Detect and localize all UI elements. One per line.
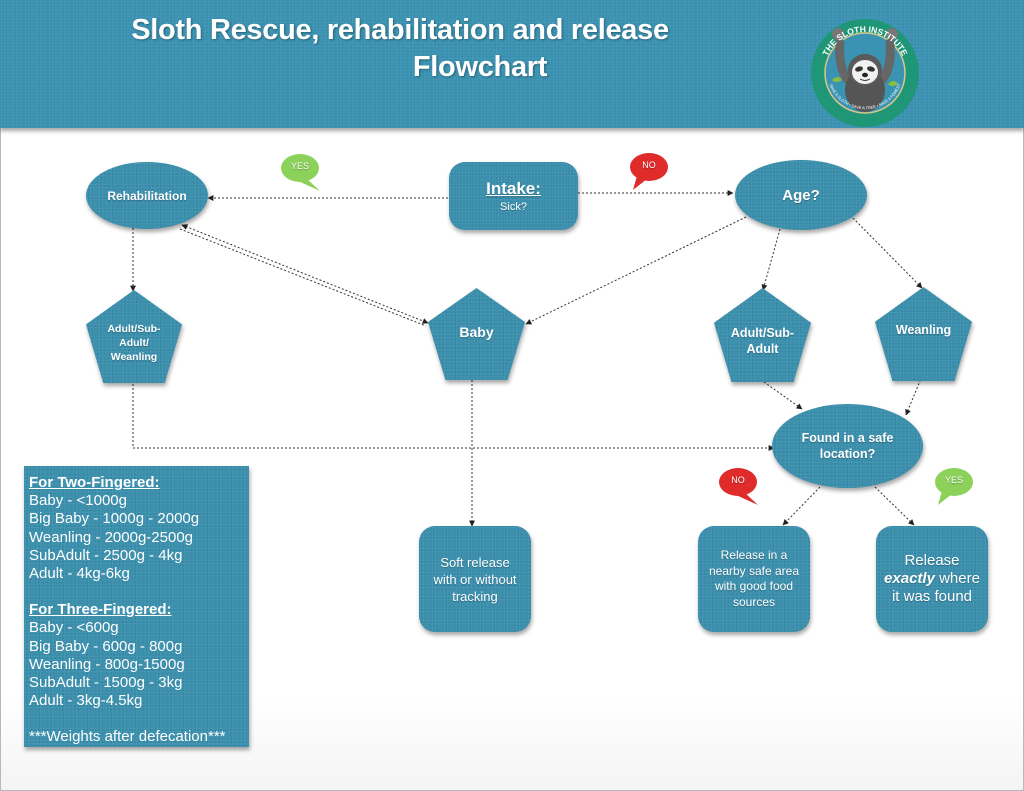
edge-age-to-adult-subadult	[761, 228, 781, 291]
node-found-safe-location[interactable]: Found in a safe location?	[772, 404, 923, 488]
weanling-label: Weanling	[895, 323, 952, 337]
yes-bubble-safe-label: YES	[944, 475, 963, 485]
node-weanling[interactable]: Weanling	[875, 287, 972, 381]
yes-bubble-intake: YES	[280, 153, 320, 191]
node-adult-subadult[interactable]: Adult/Sub- Adult	[714, 288, 811, 382]
three-fingered-row: Weanling - 800g-1500g	[29, 655, 185, 673]
title-line-2: Flowchart	[412, 51, 548, 83]
release-nearby-line-4: sources	[732, 594, 776, 609]
adult-subadult-line-1: Adult/Sub-	[730, 326, 795, 340]
intake-title: Intake:	[486, 179, 541, 198]
node-soft-release[interactable]: Soft release with or without tracking	[419, 526, 531, 632]
sloth-nose-icon	[862, 72, 868, 78]
soft-release-line-2: with or without	[433, 571, 517, 587]
node-intake[interactable]: Intake: Sick?	[449, 162, 578, 230]
sloth-right-paw-icon	[886, 28, 898, 40]
release-nearby-line-1: Release in a	[720, 548, 788, 562]
rehab-adult-line-2: Adult/	[119, 337, 149, 349]
edge-rehabilitation-baby-b	[179, 228, 427, 327]
edge-found-safe-to-release-exact	[874, 486, 915, 526]
sloth-right-eye-icon	[867, 66, 875, 72]
spacer	[29, 583, 249, 601]
soft-release-line-3: tracking	[452, 588, 498, 604]
node-baby[interactable]: Baby	[428, 288, 525, 380]
edge-adult-subadult-to-found-safe	[763, 381, 803, 410]
age-label: Age?	[782, 186, 820, 204]
edge-weanling-to-found-safe	[905, 375, 923, 416]
sloth-left-arm-icon	[835, 38, 853, 85]
edge-age-to-baby	[525, 216, 747, 325]
pentagon-shape	[86, 290, 182, 383]
release-exact-line-3: it was found	[891, 588, 973, 605]
found-safe-line-1: Found in a safe	[801, 431, 894, 445]
rehab-adult-line-3: Weanling	[110, 351, 158, 363]
baby-label: Baby	[459, 324, 494, 340]
node-release-nearby[interactable]: Release in a nearby safe area with good …	[698, 526, 810, 632]
page-title: Sloth Rescue, rehabilitation and release…	[100, 12, 740, 86]
two-fingered-row: Baby - <1000g	[29, 492, 127, 510]
weights-reference-panel: For Two-Fingered: Baby - <1000g Big Baby…	[24, 466, 249, 747]
two-fingered-row: SubAdult - 2500g - 4kg	[29, 546, 183, 564]
three-fingered-row: SubAdult - 1500g - 3kg	[29, 674, 183, 692]
edge-rehabilitation-baby-a	[181, 224, 429, 324]
sloth-institute-logo: THE SLOTH INSTITUTE SAVE A SLOTH • SAVE …	[811, 19, 919, 127]
no-bubble-safe: NO	[718, 467, 758, 505]
leaf-right-icon	[888, 81, 898, 86]
leaf-left-icon	[832, 77, 842, 82]
header-banner: Sloth Rescue, rehabilitation and release…	[0, 0, 1024, 128]
yes-bubble-safe: YES	[934, 467, 974, 505]
speech-bubble-no-icon	[719, 468, 758, 505]
soft-release-line-1: Soft release	[440, 554, 510, 570]
found-safe-line-2: location?	[819, 447, 876, 461]
speech-bubble-yes-icon	[935, 468, 973, 505]
weights-footnote: ***Weights after defecation***	[29, 728, 226, 746]
two-fingered-row: Big Baby - 1000g - 2000g	[29, 510, 200, 528]
release-nearby-line-2: nearby safe area	[708, 563, 800, 578]
rehab-adult-label: Adult/Sub- Adult/ Weanling	[86, 322, 182, 364]
sloth-left-paw-icon	[832, 28, 844, 40]
node-age[interactable]: Age?	[735, 160, 867, 230]
three-fingered-row: Adult - 3kg-4.5kg	[29, 692, 143, 710]
speech-bubble-yes-icon	[281, 154, 320, 191]
intake-subtitle: Sick?	[500, 201, 527, 213]
rehab-adult-line-1: Adult/Sub-	[107, 323, 161, 335]
adult-subadult-label: Adult/Sub- Adult	[714, 325, 811, 357]
node-release-exact[interactable]: Release exactly where it was found	[876, 526, 988, 632]
three-fingered-row: Big Baby - 600g - 800g	[29, 637, 183, 655]
node-rehab-adult-subadult-weanling[interactable]: Adult/Sub- Adult/ Weanling	[86, 290, 182, 383]
spacer	[29, 710, 249, 728]
release-nearby-line-3: with good food	[714, 579, 794, 593]
edge-found-safe-to-release-nearby	[782, 486, 821, 526]
two-fingered-row: Weanling - 2000g-2500g	[29, 528, 194, 546]
no-bubble-intake-label: NO	[642, 160, 656, 170]
sloth-right-arm-icon	[877, 38, 895, 85]
no-bubble-intake: NO	[629, 152, 669, 190]
release-exact-line-2: exactly where	[884, 570, 980, 588]
sloth-left-eye-icon	[855, 66, 863, 72]
edge-age-to-weanling	[852, 217, 923, 289]
edge-rehab-adult-to-found-safe	[132, 384, 775, 451]
sloth-face-icon	[852, 60, 878, 84]
two-fingered-heading: For Two-Fingered:	[29, 474, 160, 491]
speech-bubble-no-icon	[630, 153, 668, 190]
release-exact-line-1: Release	[904, 552, 960, 569]
rehabilitation-label: Rehabilitation	[107, 188, 187, 203]
adult-subadult-line-2: Adult	[746, 342, 779, 356]
three-fingered-row: Baby - <600g	[29, 619, 119, 637]
release-exact-emphasis: exactly	[884, 570, 935, 587]
yes-bubble-intake-label: YES	[290, 161, 309, 171]
no-bubble-safe-label: NO	[731, 475, 745, 485]
three-fingered-heading: For Three-Fingered:	[29, 601, 172, 619]
release-exact-line-2-rest: where	[934, 570, 980, 587]
two-fingered-row: Adult - 4kg-6kg	[29, 565, 130, 583]
node-rehabilitation[interactable]: Rehabilitation	[86, 162, 208, 229]
title-line-1: Sloth Rescue, rehabilitation and release	[131, 14, 669, 46]
sloth-mouth-icon	[859, 78, 871, 81]
